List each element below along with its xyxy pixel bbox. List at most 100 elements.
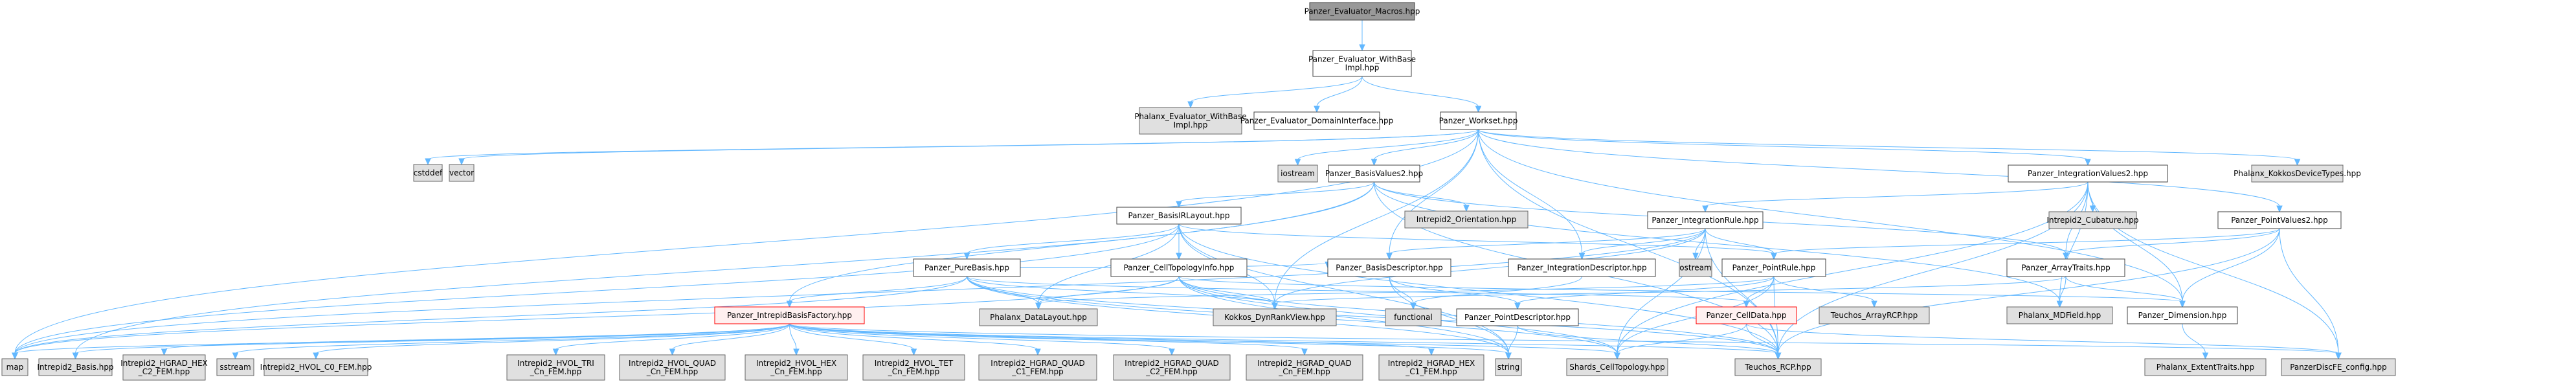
graph-node-hvol-hex: Intrepid2_HVOL_HEX_Cn_FEM.hpp (745, 354, 848, 381)
arrowhead-intrepidbasisfactory-to-discfe_config (2335, 352, 2342, 360)
edge-pointvalues2-to-dimension (2182, 228, 2280, 302)
node-box (978, 354, 1097, 381)
graph-node-celldata[interactable]: Panzer_CellData.hpp (1696, 306, 1797, 324)
edge-intrepidbasisfactory-to-hgrad_quad_c1 (789, 323, 1038, 350)
node-label: Panzer_Evaluator_DomainInterface.hpp (1240, 117, 1394, 126)
graph-node-sstream: sstream (216, 358, 254, 376)
node-box (1404, 210, 1529, 229)
node-label: Intrepid2_HVOL_C0_FEM.hpp (260, 363, 372, 372)
node-label: Intrepid2_Orientation.hpp (1417, 215, 1517, 224)
node-box (1253, 111, 1380, 130)
arrowhead-integrationvalues2-to-cubature (2089, 205, 2096, 213)
node-label: Panzer_IntegrationRule.hpp (1652, 216, 1758, 225)
graph-node-basisdescriptor[interactable]: Panzer_BasisDescriptor.hpp (1327, 258, 1451, 277)
node-label: _C1_FEM.hpp (1011, 367, 1064, 376)
arrowhead-intrepidbasisfactory-to-hvol_tri (552, 348, 559, 356)
node-label: _C1_FEM.hpp (1405, 367, 1457, 376)
node-box (1696, 306, 1797, 324)
graph-node-basisvalues2[interactable]: Panzer_BasisValues2.hpp (1325, 164, 1423, 183)
edge-withbaseimpl-to-workset (1361, 76, 1479, 107)
node-label: Panzer_CellData.hpp (1706, 311, 1786, 320)
node-box (1819, 306, 1930, 324)
arrowhead-integrationvalues2-to-integrationrule (1702, 205, 1708, 213)
graph-node-cubature: Intrepid2_Cubature.hpp (2046, 211, 2139, 229)
arrowhead-pointrule-to-pointdescriptor (1514, 302, 1521, 310)
graph-node-integrationvalues2[interactable]: Panzer_IntegrationValues2.hpp (2008, 164, 2168, 183)
edge-arraytraits-to-dimension (2065, 276, 2183, 302)
node-label: Intrepid2_HGRAD_QUAD (991, 359, 1084, 368)
edge-intrepidbasisfactory-to-hgrad_hex_c1 (789, 323, 1432, 350)
edge-pointrule-to-pointdescriptor (1517, 276, 1775, 304)
node-box (1116, 207, 1242, 225)
edge-intrepidbasisfactory-to-teuchos_rcp (789, 323, 1778, 354)
node-label: Panzer_PointRule.hpp (1732, 264, 1816, 273)
edge-intrepidbasisfactory-to-hvol_tet (789, 323, 914, 350)
node-box (714, 306, 865, 324)
edge-purebasis-to-teuchos_rcp (967, 276, 1778, 354)
graph-node-integrationdescriptor[interactable]: Panzer_IntegrationDescriptor.hpp (1508, 258, 1656, 277)
node-label: Panzer_BasisIRLayout.hpp (1128, 211, 1229, 220)
node-label: _C2_FEM.hpp (138, 367, 190, 376)
edge-celltopologyinfo-to-datalayout (1038, 276, 1180, 304)
edge-workset-to-dimension (1478, 129, 2183, 302)
arrowhead-purebasis-to-intrepidbasisfactory (786, 300, 793, 308)
node-label: Panzer_PointDescriptor.hpp (1464, 313, 1571, 322)
graph-node-basisirlayout[interactable]: Panzer_BasisIRLayout.hpp (1116, 207, 1242, 225)
graph-node-pointdescriptor[interactable]: Panzer_PointDescriptor.hpp (1456, 308, 1579, 326)
node-box (2251, 164, 2344, 183)
node-label: Panzer_PointValues2.hpp (2231, 216, 2328, 225)
node-label: Panzer_IntrepidBasisFactory.hpp (727, 311, 852, 320)
node-box (2217, 211, 2342, 229)
edge-integrationrule-to-teuchos_rcp (1705, 228, 1778, 354)
graph-node-pointrule[interactable]: Panzer_PointRule.hpp (1721, 258, 1826, 277)
edge-intrepidbasisfactory-to-hvol_quad (672, 323, 790, 350)
edge-intrepidbasisfactory-to-hvol_c0 (315, 323, 790, 354)
edge-workset-to-pointvalues2 (1478, 129, 2280, 207)
graph-node-hvol-c0: Intrepid2_HVOL_C0_FEM.hpp (260, 358, 372, 376)
graph-node-domaininterface[interactable]: Panzer_Evaluator_DomainInterface.hpp (1240, 111, 1394, 130)
graph-node-celltopologyinfo[interactable]: Panzer_CellTopologyInfo.hpp (1110, 258, 1248, 277)
node-label: string (1497, 363, 1519, 372)
arrowhead-pointvalues2-to-pointrule (1771, 253, 1777, 260)
graph-node-arraytraits[interactable]: Panzer_ArrayTraits.hpp (2006, 258, 2125, 277)
graph-node-hvol-quad: Intrepid2_HVOL_QUAD_Cn_FEM.hpp (619, 354, 726, 381)
arrowhead-workset-to-vector (458, 158, 465, 166)
graph-node-purebasis[interactable]: Panzer_PureBasis.hpp (913, 258, 1021, 277)
arrowhead-pointrule-to-datalayout (1035, 302, 1042, 310)
edge-workset-to-cstddef (427, 129, 1479, 160)
node-label: Panzer_CellTopologyInfo.hpp (1124, 264, 1235, 273)
node-box (1508, 258, 1656, 277)
edge-basisirlayout-to-datalayout (1038, 223, 1180, 304)
edge-celldata-to-teuchos_rcp (1746, 323, 1778, 354)
node-box (1113, 354, 1231, 381)
node-box (216, 358, 254, 376)
node-box (122, 354, 206, 381)
node-label: Shards_CellTopology.hpp (1569, 363, 1665, 372)
arrowhead-intrepidbasisfactory-to-hgrad_quad_c2 (1169, 348, 1175, 356)
node-label: Panzer_Evaluator_Macros.hpp (1305, 7, 1420, 16)
graph-node-dimension[interactable]: Panzer_Dimension.hpp (2127, 306, 2238, 324)
graph-node-workset[interactable]: Panzer_Workset.hpp (1439, 111, 1518, 130)
node-label: Panzer_IntegrationDescriptor.hpp (1517, 264, 1646, 273)
arrowhead-intrepidbasisfactory-to-string (1505, 352, 1512, 360)
node-box (1679, 258, 1712, 277)
edge-pointrule-to-celldata (1746, 276, 1775, 302)
node-box (1440, 111, 1517, 130)
node-box (1312, 50, 1412, 77)
edge-intrepidbasisfactory-to-hvol_tri (555, 323, 790, 350)
graph-node-pointvalues2[interactable]: Panzer_PointValues2.hpp (2217, 211, 2342, 229)
arrowhead-pointrule-to-arrayrcp (1871, 300, 1877, 308)
node-label: Phalanx_DataLayout.hpp (990, 313, 1087, 322)
node-label: Intrepid2_HGRAD_HEX (120, 359, 208, 368)
edge-integrationvalues2-to-discfe_config (2087, 181, 2339, 354)
node-box (913, 258, 1021, 277)
node-box (1139, 107, 1242, 135)
edge-intrepidbasisfactory-to-shards (789, 323, 1618, 354)
arrowhead-intrepidbasisfactory-to-hvol_tet (910, 348, 917, 356)
node-label: _Cn_FEM.hpp (888, 367, 939, 376)
node-label: Panzer_Dimension.hpp (2138, 311, 2227, 320)
graph-node-intrepidbasisfactory[interactable]: Panzer_IntrepidBasisFactory.hpp (714, 306, 865, 324)
graph-node-integrationrule[interactable]: Panzer_IntegrationRule.hpp (1647, 211, 1764, 229)
